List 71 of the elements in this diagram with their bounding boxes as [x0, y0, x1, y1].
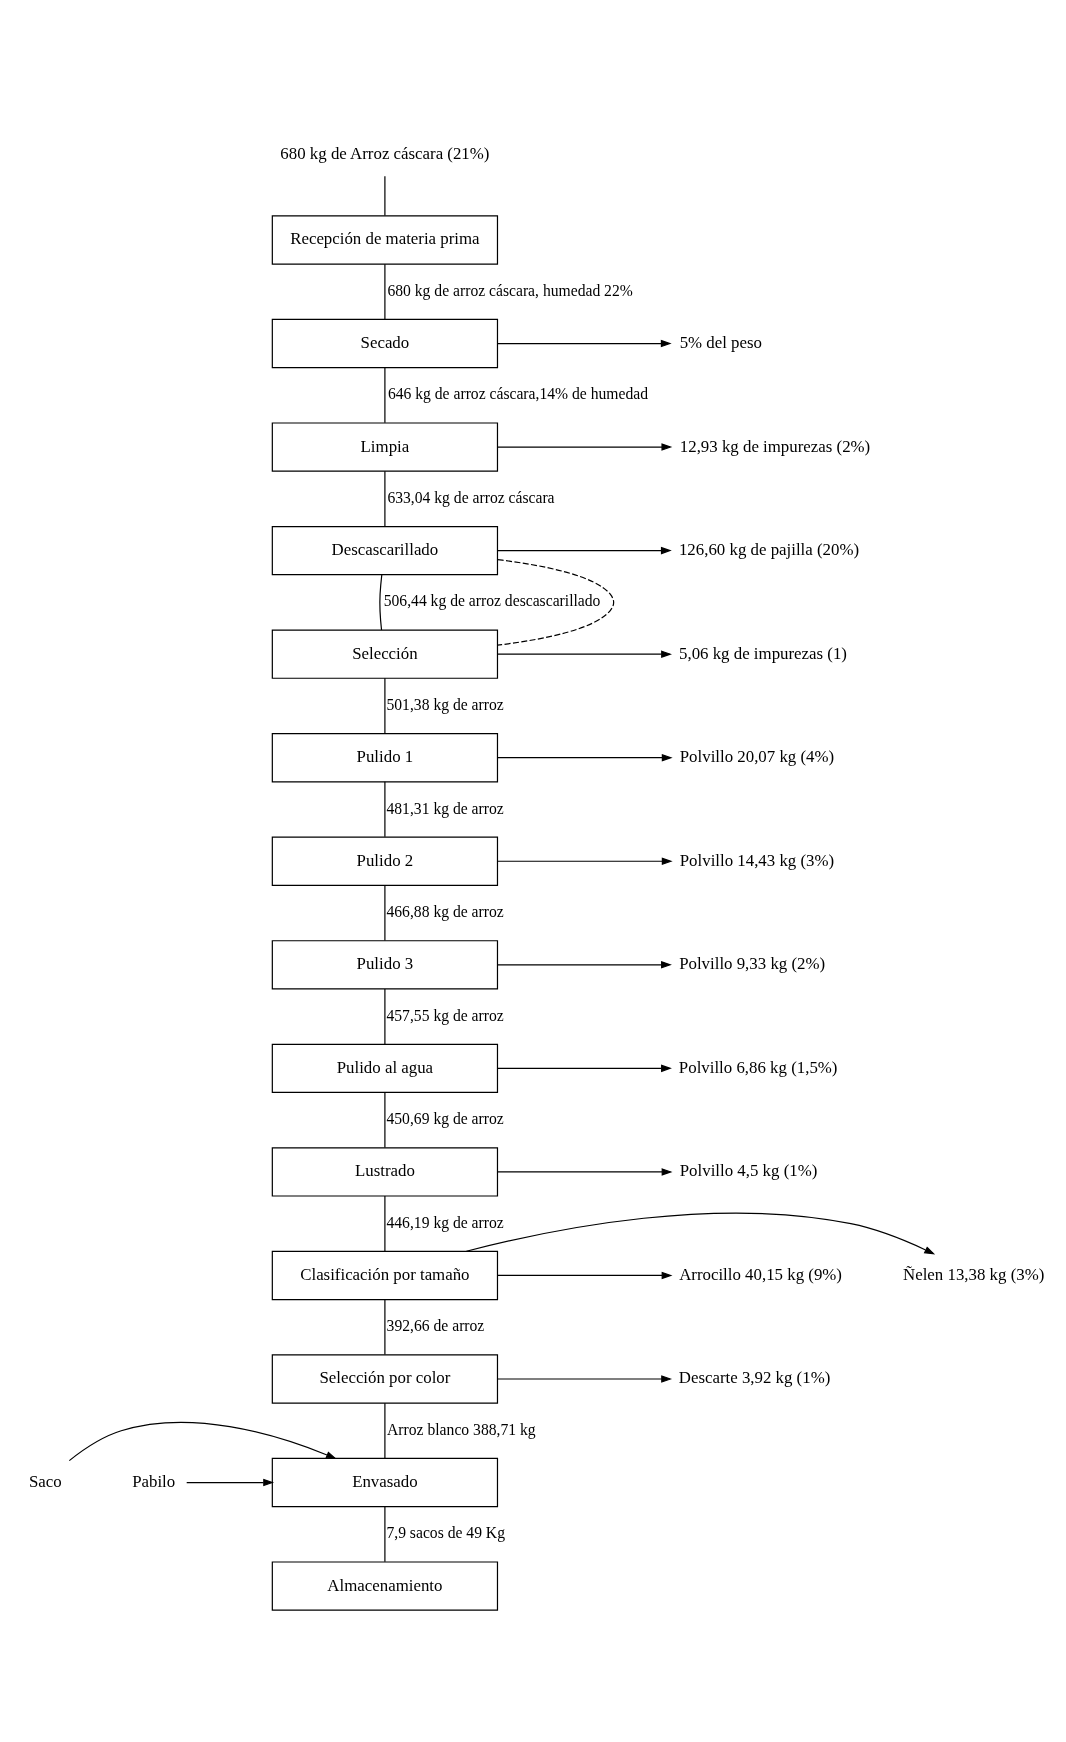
node-text: 126,60 kg de pajilla (20%) — [678, 539, 860, 559]
arrow — [68, 1421, 337, 1461]
arrow — [496, 1064, 672, 1072]
arrow — [496, 856, 673, 865]
node-text: Polvillo 4,5 kg (1%) — [679, 1160, 818, 1180]
node-text: Saco — [28, 1471, 62, 1491]
node-box: Pulido 3 — [271, 939, 499, 989]
connector — [384, 366, 386, 423]
node-text: Ñelen 13,38 kg (3%) — [903, 1264, 1045, 1284]
arrow — [497, 442, 673, 451]
node-box: Recepción de materia prima — [271, 214, 499, 265]
connector — [384, 1194, 386, 1252]
connector — [384, 677, 386, 734]
arrow — [496, 753, 673, 761]
connector — [384, 1091, 386, 1148]
edge-label: 481,31 kg de arroz — [386, 799, 504, 817]
node-box: Selección por color — [271, 1353, 499, 1404]
edge-label: 466,88 kg de arroz — [386, 902, 504, 920]
node-box: Lustrado — [271, 1146, 499, 1197]
connector — [384, 1505, 386, 1562]
edge-label: 506,44 kg de arroz descascarillado — [383, 591, 601, 609]
node-box: Secado — [271, 318, 499, 368]
edge-label: 457,55 kg de arroz — [386, 1006, 504, 1024]
connector — [384, 470, 386, 527]
node-text: Descarte 3,92 kg (1%) — [678, 1367, 831, 1387]
connector — [496, 558, 615, 646]
arrow — [496, 960, 672, 969]
edge-label: 501,38 kg de arroz — [386, 695, 504, 713]
node-box: Pulido 2 — [271, 836, 499, 886]
node-box: Limpia — [271, 421, 499, 472]
node-box: Clasificación por tamaño — [271, 1250, 499, 1300]
edge-label: 392,66 de arroz — [386, 1316, 485, 1334]
node-text: Polvillo 9,33 kg (2%) — [679, 953, 826, 973]
arrow — [465, 1212, 936, 1254]
arrow — [496, 1271, 673, 1279]
connector — [384, 175, 386, 216]
arrow — [497, 1167, 673, 1176]
connector — [384, 987, 386, 1045]
edge-label: 633,04 kg de arroz cáscara — [387, 488, 555, 506]
connector — [384, 780, 386, 837]
connector — [384, 263, 386, 320]
node-box: Pulido 1 — [271, 732, 499, 782]
node-text: Pabilo — [132, 1471, 176, 1491]
node-text: Polvillo 20,07 kg (4%) — [679, 746, 835, 766]
node-box: Envasado — [271, 1457, 499, 1507]
arrow — [186, 1478, 275, 1486]
node-text: 5,06 kg de impurezas (1) — [679, 643, 847, 663]
node-text: 12,93 kg de impurezas (2%) — [679, 436, 871, 456]
arrow — [497, 546, 672, 554]
node-box: Almacenamiento — [271, 1560, 499, 1611]
arrow — [497, 339, 672, 347]
edge-label: 680 kg de arroz cáscara, humedad 22% — [387, 281, 633, 299]
edge-label: 446,19 kg de arroz — [386, 1213, 504, 1231]
arrow — [496, 1374, 673, 1383]
node-box: Pulido al agua — [271, 1043, 499, 1093]
edge-label: 450,69 kg de arroz — [386, 1109, 504, 1127]
node-text: Arrocillo 40,15 kg (9%) — [679, 1264, 842, 1284]
connector — [379, 573, 383, 631]
connector — [384, 884, 386, 941]
node-text: 680 kg de Arroz cáscara (21%) — [280, 143, 490, 163]
edge-label: 646 kg de arroz cáscara,14% de humedad — [387, 384, 649, 402]
connector — [384, 1402, 386, 1459]
node-box: Selección — [271, 629, 499, 679]
node-box: Descascarillado — [271, 525, 499, 575]
connector — [384, 1298, 386, 1355]
node-text: Polvillo 6,86 kg (1,5%) — [678, 1057, 838, 1077]
edge-label: 7,9 sacos de 49 Kg — [386, 1523, 505, 1541]
node-text: Polvillo 14,43 kg (3%) — [679, 850, 835, 870]
arrow — [496, 649, 672, 658]
node-text: 5% del peso — [679, 332, 762, 352]
edge-label: Arroz blanco 388,71 kg — [387, 1420, 536, 1438]
